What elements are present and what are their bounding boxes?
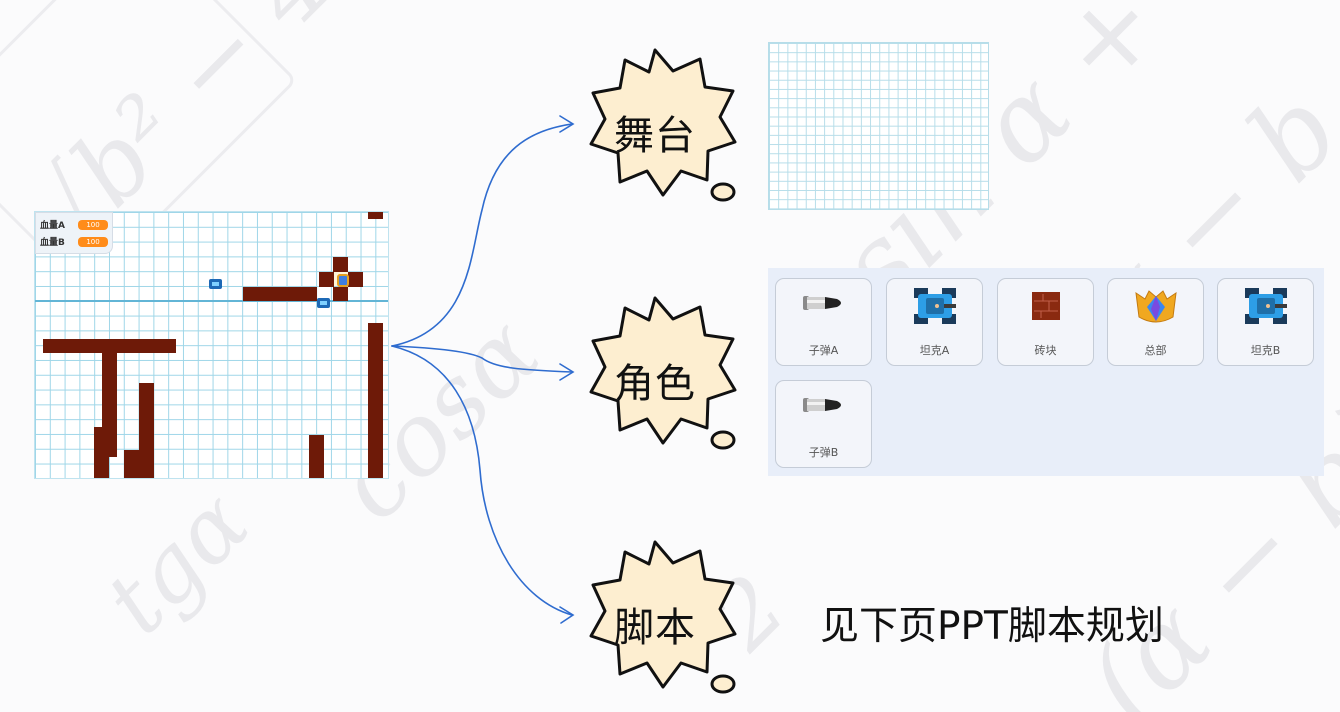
sprite-card-tank-a[interactable]: 坦克A	[886, 278, 983, 366]
arrow-head	[559, 363, 575, 381]
sprite-name: 子弹A	[808, 344, 839, 357]
monitor-value: 100	[78, 236, 108, 247]
arrow-head	[559, 606, 575, 624]
monitor-label: 血量A	[40, 221, 65, 231]
sprite-name: 坦克B	[1250, 344, 1281, 357]
branch-node-sprites: 角色	[575, 293, 745, 453]
arrow-head	[559, 115, 575, 133]
arrow-to-stage	[391, 123, 573, 347]
burst-shape-icon	[589, 48, 737, 202]
tank-icon	[1244, 288, 1287, 324]
sprite-card-hq[interactable]: 总部	[1107, 278, 1204, 366]
tank-b-sprite	[317, 298, 330, 308]
monitor-value: 100	[78, 219, 108, 230]
monitor-health-b: 血量B 100	[40, 233, 108, 250]
sprite-card-bullet-b[interactable]: 子弹B	[775, 380, 872, 468]
brick-icon	[1031, 292, 1060, 320]
hq-sprite	[334, 272, 349, 287]
bullet-icon	[802, 296, 841, 310]
arrow-to-scripts	[391, 345, 573, 616]
brick-wall	[243, 287, 317, 301]
burst-shape-icon	[589, 540, 737, 694]
sprite-card-bullet-a[interactable]: 子弹A	[775, 278, 872, 366]
brick-wall	[368, 323, 383, 478]
brick-wall	[94, 427, 109, 478]
branch-node-stage: 舞台	[575, 45, 745, 205]
monitor-health-a: 血量A 100	[40, 216, 108, 233]
brick-wall	[43, 339, 176, 353]
monitor-label: 血量B	[40, 238, 65, 248]
branch-node-scripts: 脚本	[575, 537, 745, 697]
burst-shape-icon	[589, 296, 737, 450]
branch-label: 角色	[614, 361, 696, 407]
sprite-list-panel: 子弹A 坦克A 砖块	[768, 268, 1324, 476]
stage-divider-line	[35, 300, 388, 302]
sprite-name: 砖块	[1034, 344, 1057, 357]
branch-label: 脚本	[614, 605, 696, 651]
branch-label: 舞台	[614, 113, 696, 159]
arrow-to-sprites	[391, 345, 573, 373]
brick-wall	[309, 435, 324, 478]
tank-icon	[913, 288, 956, 324]
sprite-name: 坦克A	[919, 344, 950, 357]
bullet-icon	[802, 398, 841, 412]
brick-wall	[333, 257, 348, 272]
hq-icon	[1134, 290, 1177, 323]
sprite-card-tank-b[interactable]: 坦克B	[1217, 278, 1314, 366]
brick-wall	[333, 287, 348, 301]
sprite-name: 子弹B	[808, 446, 839, 459]
brick-wall	[368, 212, 383, 219]
stage-backdrop-grid	[768, 42, 989, 210]
script-note-text: 见下页PPT脚本规划	[820, 604, 1164, 649]
tank-a-sprite	[209, 279, 222, 289]
brick-wall	[319, 272, 334, 287]
sprite-name: 总部	[1144, 344, 1167, 357]
variable-monitors: 血量A 100 血量B 100	[35, 212, 113, 254]
sprite-card-brick[interactable]: 砖块	[997, 278, 1094, 366]
game-stage-preview: 血量A 100 血量B 100	[34, 211, 389, 479]
brick-wall	[124, 450, 140, 478]
brick-wall	[348, 272, 363, 287]
brick-wall	[139, 383, 154, 478]
